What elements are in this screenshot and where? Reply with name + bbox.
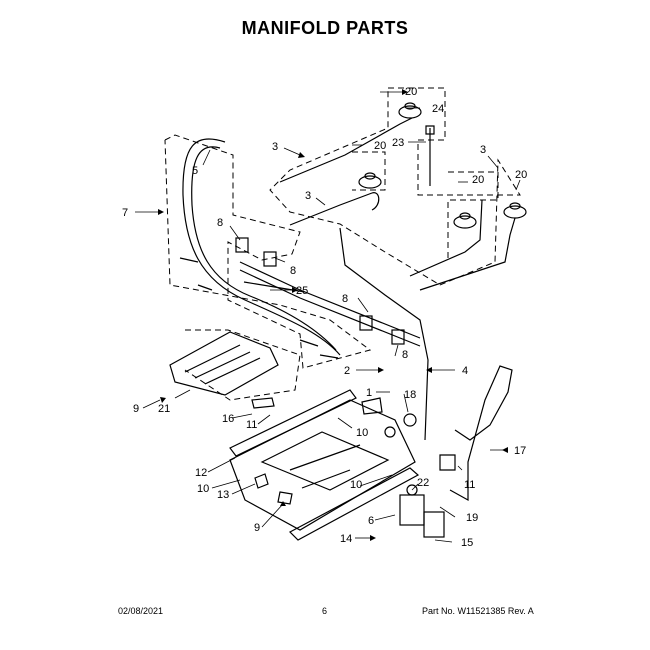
page-title: MANIFOLD PARTS — [241, 18, 409, 38]
callout-3: 3 — [305, 190, 311, 202]
part-shapes — [169, 102, 527, 541]
callout-23: 23 — [392, 137, 404, 149]
valve-assemblies — [358, 102, 527, 229]
mounting-brackets — [235, 237, 405, 345]
callout-25: 25 — [296, 285, 308, 297]
top-burner-boundary — [269, 87, 521, 286]
rear-rail — [229, 389, 357, 457]
front-rail — [289, 467, 420, 541]
callout-4: 4 — [462, 365, 468, 377]
left-harness-boundary — [164, 134, 372, 369]
callout-8: 8 — [217, 217, 223, 229]
callout-5: 5 — [192, 165, 198, 177]
callout-20: 20 — [374, 140, 386, 152]
pressure-tube — [449, 365, 513, 502]
callout-20: 20 — [515, 169, 527, 181]
center-burner-boundary — [352, 151, 386, 191]
callout-11: 11 — [464, 479, 475, 491]
callout-1: 1 — [366, 387, 372, 399]
callout-20: 20 — [472, 174, 484, 186]
manifold-tube — [239, 261, 421, 339]
rear-right-boundary — [447, 171, 499, 262]
burner-tube-rear-left — [279, 117, 413, 183]
footer-page-number: 6 — [322, 606, 328, 616]
front-panel-boundary — [184, 329, 301, 401]
callout-17: 17 — [514, 445, 526, 457]
callout-19: 19 — [466, 512, 478, 524]
burner-tube-rear-right — [409, 199, 483, 277]
callout-15: 15 — [461, 537, 473, 549]
callout-14: 14 — [340, 533, 352, 545]
callout-22: 22 — [417, 477, 429, 489]
lower-frame — [229, 399, 416, 531]
front-shield-panel — [169, 331, 279, 396]
hardware — [251, 397, 456, 505]
leader-lines — [135, 91, 521, 543]
callout-11: 11 — [246, 419, 257, 431]
callout-24: 24 — [432, 103, 444, 115]
callout-16: 16 — [222, 413, 234, 425]
callout-2: 2 — [344, 365, 350, 377]
burner-tube-front-right — [419, 217, 516, 291]
wire-harness — [182, 138, 341, 356]
callout-3: 3 — [272, 141, 278, 153]
callout-10: 10 — [356, 427, 368, 439]
burner-tube-front-left — [289, 192, 380, 226]
assembly-boundaries — [164, 87, 521, 401]
callout-3: 3 — [480, 144, 486, 156]
callout-12: 12 — [195, 467, 207, 479]
callout-labels: 20 24 23 3 5 20 3 7 20 20 3 8 8 25 8 8 2… — [122, 86, 527, 549]
callout-8: 8 — [402, 349, 408, 361]
callout-8: 8 — [290, 265, 296, 277]
footer-date: 02/08/2021 — [118, 606, 164, 616]
callout-18: 18 — [404, 389, 416, 401]
callout-10: 10 — [197, 483, 209, 495]
footer-part-number: Part No. W11521385 Rev. A — [422, 606, 534, 616]
callout-9: 9 — [254, 522, 260, 534]
leader-arrowheads — [158, 89, 508, 541]
callout-13: 13 — [217, 489, 229, 501]
regulator-assembly — [399, 484, 445, 538]
callout-21: 21 — [158, 403, 170, 415]
orifice-spud — [425, 125, 435, 186]
callout-7: 7 — [122, 207, 128, 219]
callout-6: 6 — [368, 515, 374, 527]
callout-10: 10 — [350, 479, 362, 491]
callout-9: 9 — [133, 403, 139, 415]
callout-20: 20 — [405, 86, 417, 98]
frame-center-x — [260, 431, 390, 491]
callout-8: 8 — [342, 293, 348, 305]
